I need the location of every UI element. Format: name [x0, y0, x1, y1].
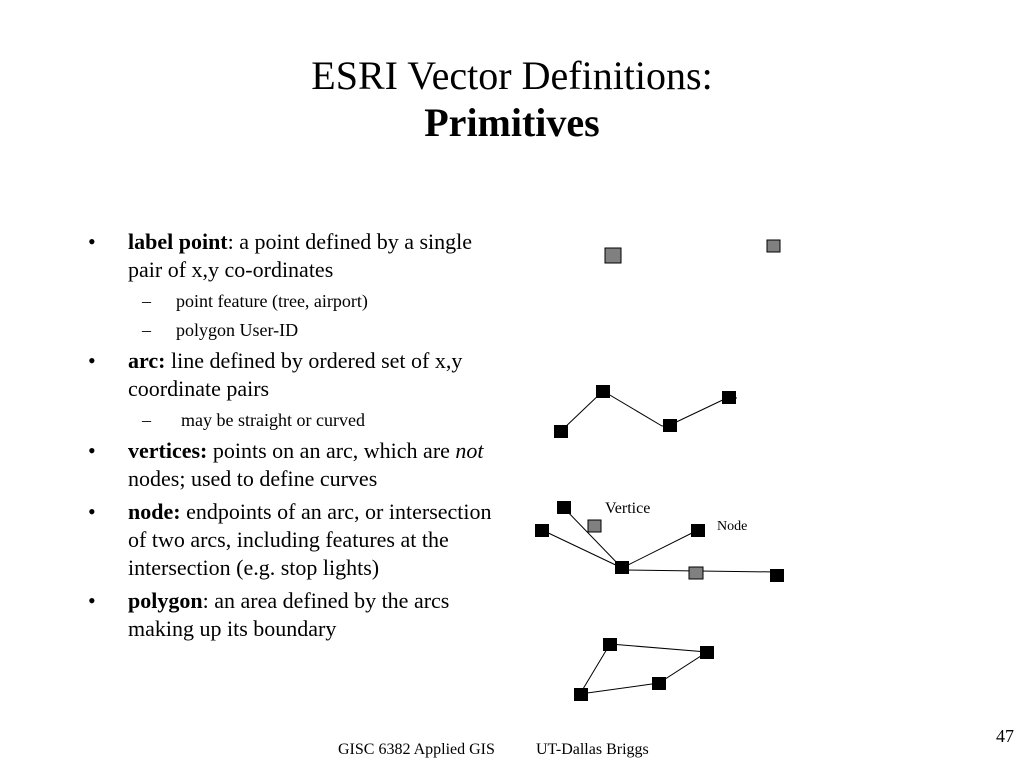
polygon-node-marker [652, 677, 666, 690]
definition-vertices-a: points on an arc, which are [207, 438, 456, 463]
footer-course: GISC 6382 Applied GIS [338, 741, 495, 758]
sub-bullet-text: point feature (tree, airport) [176, 291, 368, 311]
arc-example-group [554, 385, 738, 438]
arc-node-marker [722, 391, 736, 404]
bullet-glyph: • [88, 438, 96, 463]
term-label-point: label point [128, 229, 228, 254]
arc-node-marker [554, 425, 568, 438]
node-marker [557, 501, 571, 514]
definition-vertices-emph: not [455, 438, 484, 463]
vertex-node-example-group: Vertice Node [535, 500, 784, 582]
node-caption: Node [717, 519, 747, 534]
dash-glyph: – [142, 320, 151, 340]
label-point-marker [604, 247, 622, 264]
sub-bullet-straight-or-curved: – may be straight or curved [80, 408, 500, 432]
arc-line [669, 396, 730, 426]
sub-bullet-text: polygon User-ID [176, 320, 299, 340]
polygon-boundary [579, 643, 709, 695]
bullet-glyph: • [88, 588, 96, 613]
bullet-polygon: • polygon: an area defined by the arcs m… [80, 587, 500, 643]
node-marker [535, 524, 549, 537]
polygon-example-group [574, 638, 714, 701]
vertex-marker [688, 566, 704, 580]
term-vertices: vertices: [128, 438, 208, 463]
title-line-1: ESRI Vector Definitions: [311, 53, 713, 98]
dash-glyph: – [142, 291, 151, 311]
bullet-list: • label point: a point defined by a sing… [80, 228, 500, 648]
polygon-node-marker [574, 688, 588, 701]
label-point-marker [766, 239, 781, 253]
sub-bullet-polygon-user-id: – polygon User-ID [80, 318, 500, 342]
term-polygon: polygon [128, 588, 203, 613]
definition-polygon: an area defined by the arcs making up it… [128, 588, 450, 641]
arc-line [621, 529, 699, 569]
term-sep: : [227, 229, 234, 254]
bullet-node: • node: endpoints of an arc, or intersec… [80, 498, 500, 582]
polygon-node-marker [603, 638, 617, 651]
page-number: 47 [996, 726, 1014, 746]
label-points-group [604, 239, 781, 264]
node-marker [691, 524, 705, 537]
polygon-node-marker [700, 646, 714, 659]
term-arc: arc: [128, 348, 166, 373]
sub-bullet-text: may be straight or curved [181, 410, 365, 430]
definition-label-point: a point defined by a single pair of x,y … [128, 229, 473, 282]
definition-vertices-b: nodes; used to define curves [128, 466, 378, 491]
node-marker [615, 561, 629, 574]
term-node: node: [128, 499, 181, 524]
bullet-glyph: • [88, 229, 96, 254]
term-sep: : [202, 588, 209, 613]
definition-node: endpoints of an arc, or intersection of … [128, 499, 492, 580]
definition-arc: line defined by ordered set of x,y coord… [128, 348, 463, 401]
dash-glyph: – [142, 410, 151, 430]
slide-title: ESRI Vector Definitions: Primitives [0, 52, 1024, 146]
footer-org: UT-Dallas Briggs [536, 741, 649, 758]
vertex-marker [587, 519, 602, 533]
bullet-vertices: • vertices: points on an arc, which are … [80, 437, 500, 493]
bullet-arc: • arc: line defined by ordered set of x,… [80, 347, 500, 403]
node-marker [770, 569, 784, 582]
arc-node-marker [596, 385, 610, 398]
arc-node-marker [663, 419, 677, 432]
bullet-label-point: • label point: a point defined by a sing… [80, 228, 500, 284]
title-line-2: Primitives [424, 100, 600, 145]
arc-line [562, 506, 623, 569]
bullet-glyph: • [88, 348, 96, 373]
bullet-glyph: • [88, 499, 96, 524]
arc-line [541, 529, 623, 569]
arc-line [560, 390, 671, 432]
sub-bullet-point-feature: – point feature (tree, airport) [80, 289, 500, 313]
vertex-caption: Vertice [605, 500, 650, 517]
